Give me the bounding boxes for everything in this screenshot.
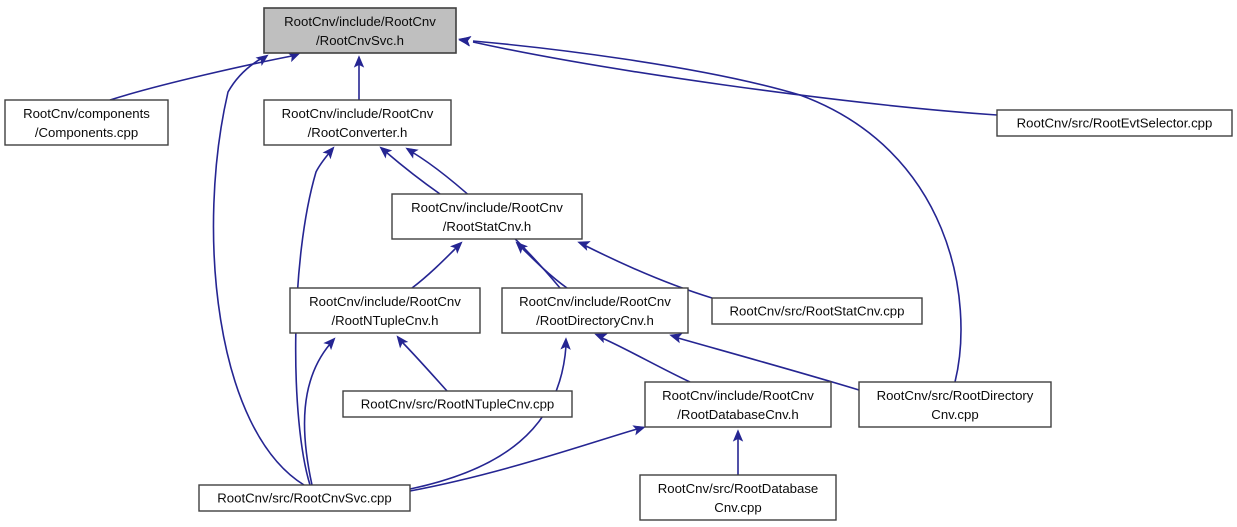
dependency-edge xyxy=(379,146,441,195)
graph-node-rootntuplecnv-cpp[interactable]: RootCnv/src/RootNTupleCnv.cpp xyxy=(342,390,573,418)
dependency-edge xyxy=(594,333,691,383)
node-label-line1: RootCnv/src/RootDatabase xyxy=(658,481,819,496)
node-label-line2: /RootConverter.h xyxy=(308,125,408,140)
edge-arrowhead xyxy=(396,335,409,349)
graph-node-rootntuplecnv-h[interactable]: RootCnv/include/RootCnv/RootNTupleCnv.h xyxy=(289,287,481,334)
graph-node-rootcnvsvc-h[interactable]: RootCnv/include/RootCnv/RootCnvSvc.h xyxy=(263,7,457,54)
edge-arrowhead xyxy=(632,425,646,436)
edge-line xyxy=(472,40,962,383)
node-box[interactable] xyxy=(501,287,689,334)
node-label-line2: /RootDatabaseCnv.h xyxy=(677,407,798,422)
edge-line xyxy=(411,247,457,289)
node-label: RootCnv/src/RootStatCnv.cpp xyxy=(730,303,905,318)
node-box[interactable] xyxy=(996,109,1233,137)
node-label: RootCnv/src/RootCnvSvc.cpp xyxy=(217,490,391,505)
node-label-line1: RootCnv/include/RootCnv xyxy=(411,200,563,215)
node-box[interactable] xyxy=(263,7,457,54)
node-label-line2: /RootCnvSvc.h xyxy=(316,33,404,48)
node-label-line1: RootCnv/include/RootCnv xyxy=(662,388,814,403)
node-box[interactable] xyxy=(4,99,169,146)
node-label-line2: /RootStatCnv.h xyxy=(443,219,531,234)
dependency-edge xyxy=(109,52,301,101)
dependency-edge xyxy=(353,55,365,100)
dependency-edge xyxy=(515,241,568,289)
node-label-line1: RootCnv/include/RootCnv xyxy=(519,294,671,309)
edge-arrowhead xyxy=(322,146,335,160)
node-box[interactable] xyxy=(289,287,481,334)
node-box[interactable] xyxy=(644,381,832,428)
node-label-line2: /Components.cpp xyxy=(35,125,138,140)
edge-line xyxy=(521,247,568,289)
dependency-edge xyxy=(212,54,305,486)
edge-line xyxy=(409,345,567,490)
node-box[interactable] xyxy=(639,474,837,521)
dependency-edge xyxy=(732,429,744,475)
node-label-line1: RootCnv/src/RootDirectory xyxy=(877,388,1034,403)
node-label-line1: RootCnv/components xyxy=(23,106,150,121)
graph-node-rootevtselector-cpp[interactable]: RootCnv/src/RootEvtSelector.cpp xyxy=(996,109,1233,137)
dependency-edge xyxy=(409,425,646,492)
edge-line xyxy=(677,337,860,391)
edge-line xyxy=(585,245,713,299)
dependency-edge xyxy=(303,337,336,486)
graph-node-rootstatcnv-cpp[interactable]: RootCnv/src/RootStatCnv.cpp xyxy=(711,297,923,325)
edge-line xyxy=(294,151,331,486)
node-label: RootCnv/src/RootNTupleCnv.cpp xyxy=(361,396,555,411)
edge-arrowhead xyxy=(379,146,393,159)
graph-node-rootconverter-h[interactable]: RootCnv/include/RootCnv/RootConverter.h xyxy=(263,99,452,146)
dependency-edge xyxy=(411,241,463,289)
edge-line xyxy=(212,57,305,486)
graph-node-rootcnvsvc-cpp[interactable]: RootCnv/src/RootCnvSvc.cpp xyxy=(198,484,411,512)
edge-arrowhead xyxy=(669,333,683,344)
node-box[interactable] xyxy=(711,297,923,325)
edge-arrowhead xyxy=(560,337,571,350)
edge-arrowhead xyxy=(732,429,744,442)
edge-arrowhead xyxy=(323,337,336,351)
edge-line xyxy=(472,41,998,116)
node-layer: RootCnv/include/RootCnv/RootCnvSvc.hRoot… xyxy=(4,7,1233,521)
node-box[interactable] xyxy=(858,381,1052,428)
edge-arrowhead xyxy=(255,54,269,67)
node-box[interactable] xyxy=(198,484,411,512)
graph-node-rootdatabasecnv-cpp[interactable]: RootCnv/src/RootDatabaseCnv.cpp xyxy=(639,474,837,521)
edge-arrowhead xyxy=(450,241,463,254)
graph-node-rootdirectorycnv-cpp[interactable]: RootCnv/src/RootDirectoryCnv.cpp xyxy=(858,381,1052,428)
node-label-line2: Cnv.cpp xyxy=(931,407,978,422)
edge-line xyxy=(409,428,638,492)
node-label-line2: Cnv.cpp xyxy=(714,500,761,515)
dependency-edge xyxy=(396,335,448,392)
node-label-line2: /RootDirectoryCnv.h xyxy=(536,313,654,328)
node-box[interactable] xyxy=(391,193,583,240)
graph-node-rootdirectorycnv-h[interactable]: RootCnv/include/RootCnv/RootDirectoryCnv… xyxy=(501,287,689,334)
edge-arrowhead xyxy=(515,241,528,254)
dependency-edge xyxy=(577,241,713,299)
node-box[interactable] xyxy=(263,99,452,146)
node-box[interactable] xyxy=(342,390,573,418)
edge-arrowhead xyxy=(577,241,591,251)
dependency-edge xyxy=(669,333,860,391)
edge-line xyxy=(385,151,441,195)
dependency-edge xyxy=(458,36,962,383)
edge-line xyxy=(601,337,691,383)
node-label-line2: /RootNTupleCnv.h xyxy=(331,313,438,328)
edge-arrowhead xyxy=(594,333,608,344)
edge-arrowhead xyxy=(458,36,472,47)
edge-arrowhead xyxy=(353,55,365,68)
node-label-line1: RootCnv/include/RootCnv xyxy=(282,106,434,121)
graph-node-components-cpp[interactable]: RootCnv/components/Components.cpp xyxy=(4,99,169,146)
node-label-line1: RootCnv/include/RootCnv xyxy=(284,14,436,29)
dependency-edge xyxy=(409,337,571,490)
edge-layer xyxy=(109,36,998,492)
graph-node-rootstatcnv-h[interactable]: RootCnv/include/RootCnv/RootStatCnv.h xyxy=(391,193,583,240)
edge-line xyxy=(109,54,298,101)
edge-line xyxy=(401,341,448,392)
node-label-line1: RootCnv/include/RootCnv xyxy=(309,294,461,309)
edge-arrowhead xyxy=(405,147,419,159)
node-label: RootCnv/src/RootEvtSelector.cpp xyxy=(1017,115,1213,130)
graph-node-rootdatabasecnv-h[interactable]: RootCnv/include/RootCnv/RootDatabaseCnv.… xyxy=(644,381,832,428)
dependency-edge xyxy=(294,146,335,486)
edge-line xyxy=(303,343,331,486)
dependency-edge xyxy=(458,36,998,116)
